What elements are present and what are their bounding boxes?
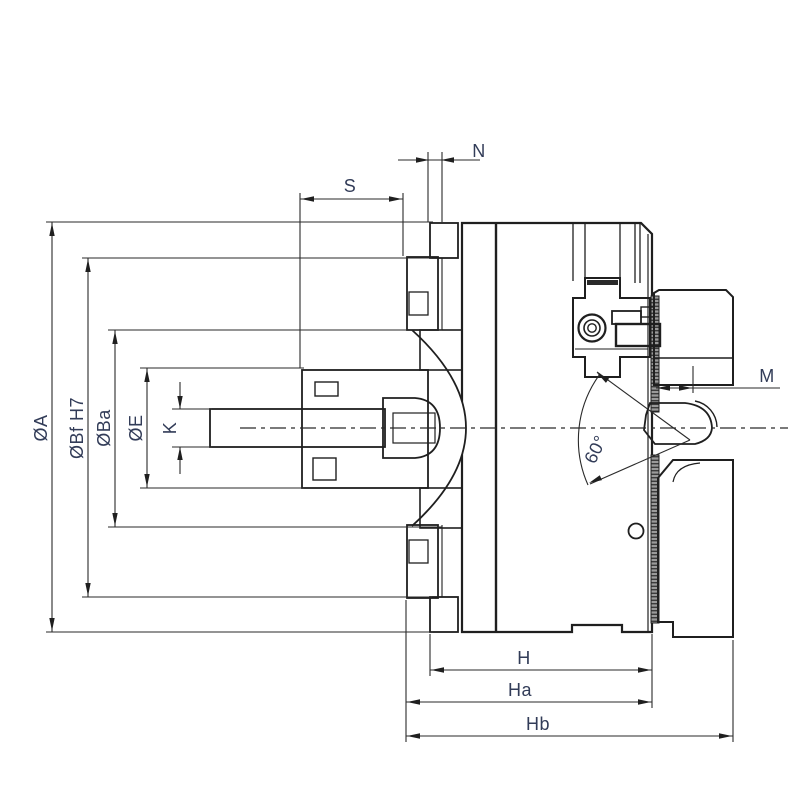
dimension-lines	[46, 152, 780, 742]
dim-label-m: M	[759, 366, 775, 386]
jaw-top-band	[587, 280, 618, 285]
dim-label-s: S	[344, 176, 357, 196]
jaw-screw-head	[577, 313, 607, 343]
flange-plate-top	[406, 256, 439, 331]
dim-label-dia-bf: ØBf H7	[67, 397, 87, 459]
dim-label-h: H	[517, 648, 531, 668]
hub-recess-bottom	[312, 457, 337, 481]
flange-rim-top	[429, 222, 459, 259]
dim-label-n: N	[472, 141, 486, 161]
adapter-flange	[301, 222, 463, 633]
dim-label-dia-e: ØE	[126, 414, 146, 441]
top-dimension-lines	[299, 152, 480, 368]
lower-jaw-guide	[657, 459, 734, 638]
bolt-hole-top	[408, 291, 429, 316]
jaw-insert-upper	[611, 310, 642, 325]
top-jaw	[653, 289, 734, 386]
dim-label-k: K	[160, 422, 180, 435]
m-dimension	[656, 366, 780, 393]
dim-label-dia-a: ØA	[31, 414, 51, 441]
jaw-insert-lower	[614, 322, 662, 348]
dim-label-hb: Hb	[526, 714, 550, 734]
dim-label-dia-ba: ØBa	[94, 409, 114, 447]
angle-dimension	[577, 371, 691, 486]
jaw-screw-center	[587, 323, 597, 333]
jaw-slot-edges	[572, 224, 641, 283]
body-section	[460, 221, 654, 634]
pin-hole	[627, 522, 645, 540]
left-extension-lines	[46, 221, 442, 633]
dim-label-angle: 60°	[580, 432, 611, 467]
flange-hub	[301, 369, 429, 489]
flange-rim-bottom	[429, 596, 459, 633]
bottom-dimension-lines	[405, 600, 734, 742]
arrowheads	[49, 157, 732, 739]
guide-fillet	[672, 462, 701, 483]
dim-label-ha: Ha	[508, 680, 532, 700]
wedge-arc	[694, 400, 718, 428]
shaft	[209, 408, 386, 448]
master-jaw-block	[572, 277, 651, 378]
flange-plate-bottom	[406, 524, 439, 599]
bore-funnel	[382, 397, 441, 459]
jaw-assembly	[572, 277, 734, 638]
flange-arm-bottom	[419, 487, 463, 529]
jaw-screw-socket	[583, 319, 601, 337]
bolt-hole-bottom	[408, 539, 429, 564]
wedge-plunger	[643, 402, 713, 445]
hub-recess-top	[314, 381, 339, 397]
